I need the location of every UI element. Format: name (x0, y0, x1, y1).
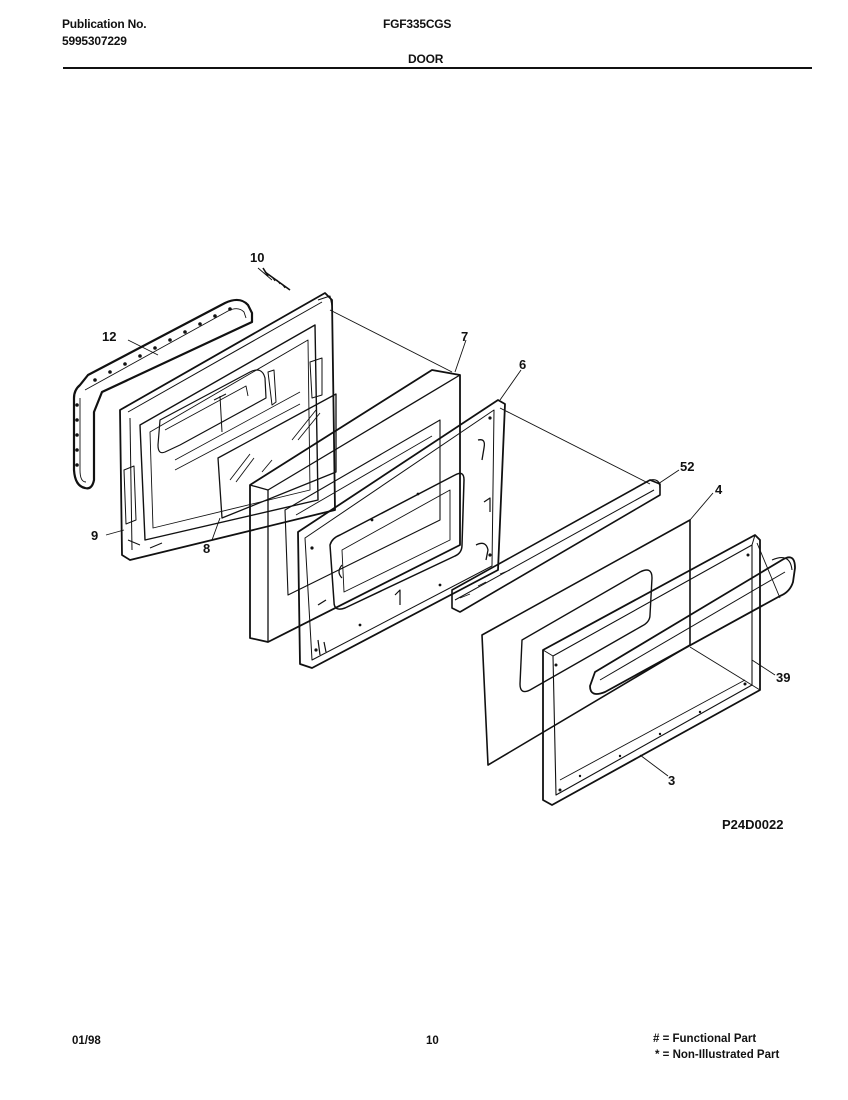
callout-8: 8 (203, 541, 210, 556)
door-liner-part-9 (119, 292, 336, 561)
callout-10: 10 (250, 250, 264, 265)
legend-non-illustrated-part: * = Non-Illustrated Part (655, 1049, 780, 1061)
screw-part-10 (262, 267, 291, 291)
model-number: FGF335CGS (383, 17, 452, 31)
assembly-guide-lines (329, 309, 781, 691)
publication-label: Publication No. (62, 17, 147, 31)
callout-3: 3 (668, 773, 675, 788)
callout-39: 39 (776, 670, 790, 685)
callout-4: 4 (715, 482, 723, 497)
inner-panel-part-6 (297, 399, 506, 669)
header-rule (63, 67, 812, 69)
callout-leaders (105, 339, 776, 777)
inner-glass-part-8 (217, 393, 337, 519)
gasket-part-12 (72, 298, 254, 490)
callout-7: 7 (461, 329, 468, 344)
callout-6: 6 (519, 357, 526, 372)
legend-functional-part: # = Functional Part (653, 1033, 757, 1045)
callout-12: 12 (102, 329, 116, 344)
callout-9: 9 (91, 528, 98, 543)
footer-page-number: 10 (426, 1035, 439, 1047)
callout-52: 52 (680, 459, 694, 474)
publication-number: 5995307229 (62, 34, 127, 48)
diagram-reference-code: P24D0022 (722, 817, 784, 832)
section-title: DOOR (408, 52, 444, 66)
vent-trim-part-52 (451, 479, 661, 613)
handle-part-39 (589, 556, 796, 695)
insulation-part-7 (249, 369, 461, 643)
footer-date: 01/98 (72, 1035, 101, 1047)
